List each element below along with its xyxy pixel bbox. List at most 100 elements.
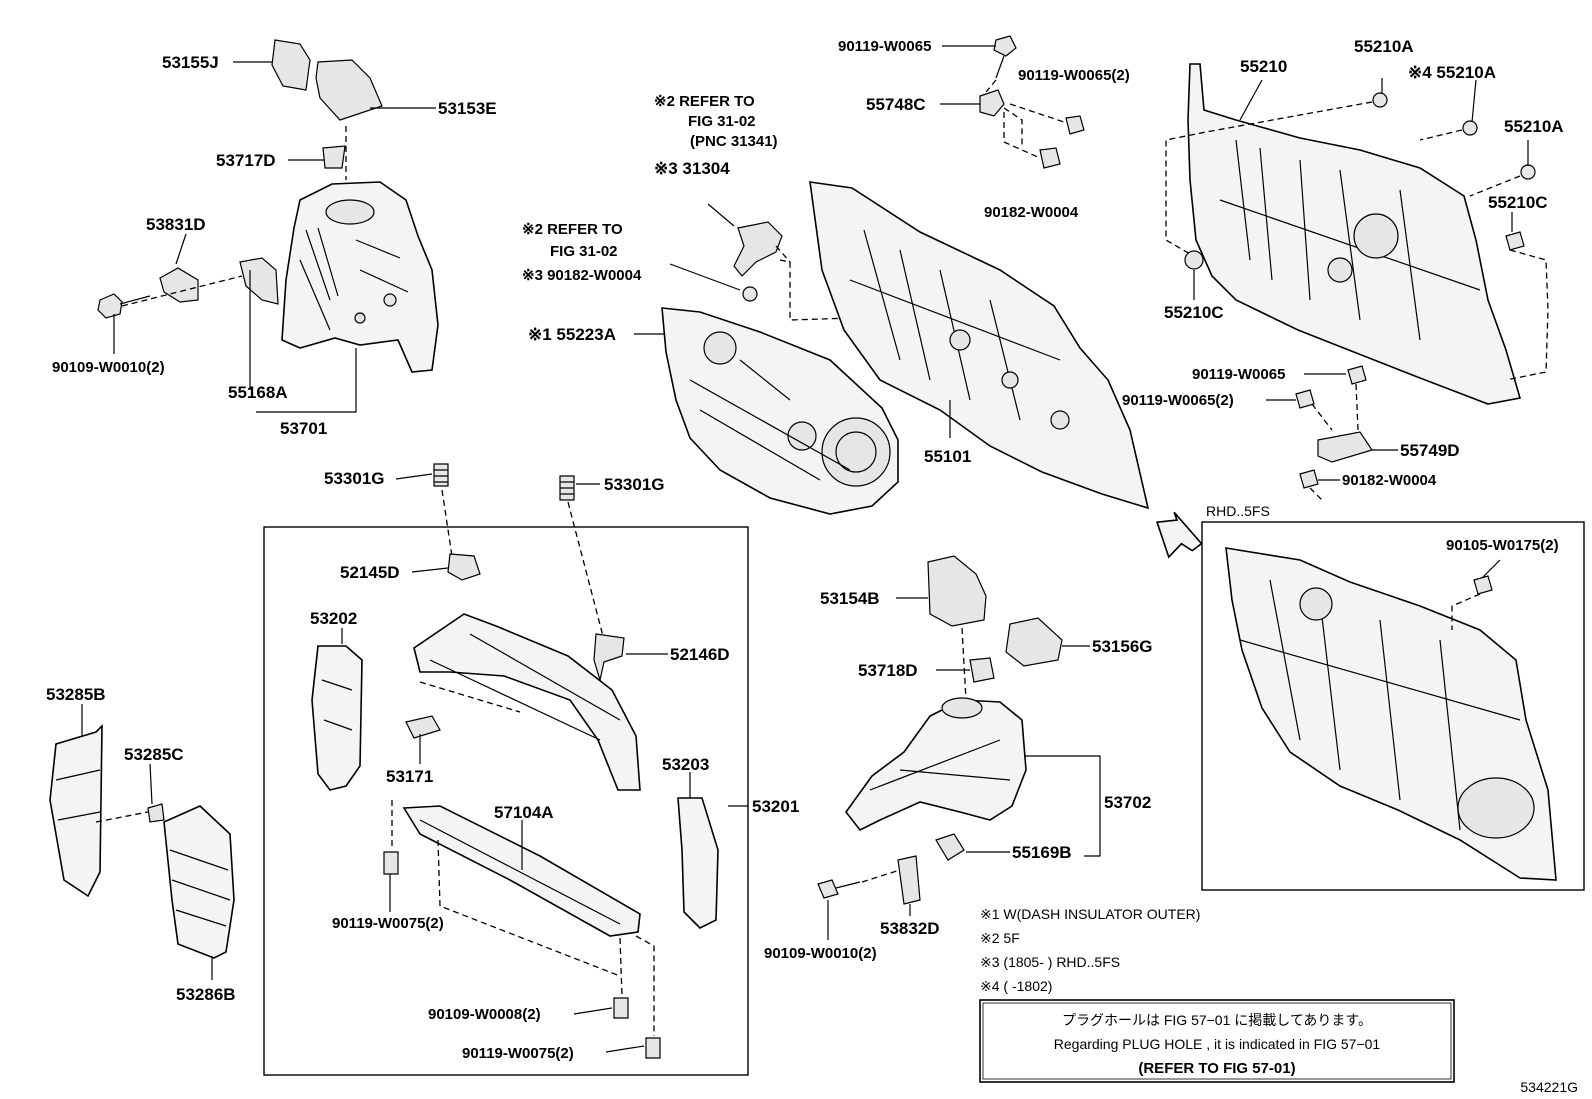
note-3: ※3 (1805- ) RHD..5FS [980,954,1120,970]
info-box-line1: プラグホールは FIG 57−01 に掲載してあります。 [1062,1012,1372,1028]
label-55749D: 55749D [1400,441,1460,460]
label-90105-W0175: 90105-W0175(2) [1446,537,1559,554]
label-55210C-1: 55210C [1488,193,1548,212]
bolt-90109-W0010-left [97,293,151,319]
clip-55210C-2 [1184,250,1204,270]
diagram-id: 534221G [1520,1079,1578,1095]
label-90119-W0075-a: 90119-W0075(2) [332,915,444,932]
label-53154B: 53154B [820,589,880,608]
label-ref-2-line2: FIG 31-02 [550,243,618,260]
label-53171: 53171 [386,767,433,786]
label-53203: 53203 [662,755,709,774]
clip-55210A-3 [1520,164,1536,180]
info-box-line3: (REFER TO FIG 57-01) [1138,1060,1295,1077]
bracket-52146D-part [593,633,625,683]
label-53702: 53702 [1104,793,1151,812]
label-55210A-1: 55210A [1354,37,1414,56]
apron-upper-part [271,39,383,169]
label-53155J: 53155J [162,53,219,72]
label-53701: 53701 [280,419,327,438]
label-53202: 53202 [310,609,357,628]
label-90119-W0065-top: 90119-W0065 [838,38,931,55]
bracket-31304-part [733,221,783,302]
panel-53202-part [311,645,363,791]
label-53832D: 53832D [880,919,940,938]
seal-53286B-part [163,805,235,959]
label-52145D: 52145D [340,563,400,582]
apron-53702-part [845,697,1027,832]
label-55168A: 55168A [228,383,288,402]
label-55169B: 55169B [1012,843,1072,862]
label-90119-W0065-right: 90119-W0065 [1192,366,1285,383]
label-52146D: 52146D [670,645,730,664]
label-53153E: 53153E [438,99,497,118]
apron-53701-part [281,181,439,373]
note-2: ※2 5F [980,930,1020,946]
note-4: ※4 ( -1802) [980,978,1052,994]
label-55210A-3: 55210A [1504,117,1564,136]
bolt-90105-W0175 [1473,575,1493,595]
nut-90182-W0004-right [1299,469,1319,489]
label-90109-W0010-left: 90109-W0010(2) [52,359,165,376]
label-90182-W0004-ref: ※3 90182-W0004 [522,267,642,284]
label-53285C: 53285C [124,745,184,764]
label-55210A-2: ※4 55210A [1408,63,1496,82]
bracket-55168A-part [239,257,279,305]
rhd-dash-panel-part [1225,547,1557,881]
spring-53301G-2 [559,475,575,501]
rhd-inset-frame [1201,521,1585,891]
bolt-90119-W0075-a [383,851,399,875]
info-box [979,999,1455,1083]
label-90119-W0065-2-right: 90119-W0065(2) [1122,392,1234,409]
spring-53301G-1 [433,463,449,487]
label-90119-W0065-2-top: 90119-W0065(2) [1018,67,1130,84]
bolt-90119-W0065-2-top [1065,115,1085,135]
bracket-55169B-part [935,833,965,861]
label-53286B: 53286B [176,985,236,1004]
member-52145D-assy-part [413,613,641,791]
label-55223A: ※1 55223A [528,325,616,344]
bolt-90119-W0065-top [993,35,1017,79]
label-90182-W0004-top: 90182-W0004 [984,204,1079,221]
label-ref-1-line3: (PNC 31341) [690,133,778,150]
clip-55210A-2 [1462,120,1478,136]
dash-panel-55101-part [809,181,1150,510]
bracket-53831D-part [159,267,199,303]
label-90182-W0004-right: 90182-W0004 [1342,472,1437,489]
note-1: ※1 W(DASH INSULATOR OUTER) [980,906,1200,922]
apron-upper-53154B-part [927,555,987,627]
clip-55210A-1 [1372,92,1388,108]
label-31304: ※3 31304 [654,159,730,178]
bracket-53832D-part [897,855,921,905]
label-ref-1-line2: FIG 31-02 [688,113,756,130]
label-57104A: 57104A [494,803,554,822]
label-53156G: 53156G [1092,637,1153,656]
label-53301G-2: 53301G [604,475,665,494]
bracket-53718D-part [969,657,995,683]
label-55748C: 55748C [866,95,926,114]
label-53831D: 53831D [146,215,206,234]
label-53301G-1: 53301G [324,469,385,488]
label-53285B: 53285B [46,685,106,704]
label-53718D: 53718D [858,661,918,680]
bracket-53171-part [405,715,441,739]
assembly-53201-frame [263,526,749,1076]
clip-55210C-1 [1505,231,1525,251]
label-55210C-2: 55210C [1164,303,1224,322]
label-90109-W0008: 90109-W0008(2) [428,1006,541,1023]
nut-90182-W0004-top [1039,147,1061,169]
bolt-90119-W0065-2-right [1295,389,1315,409]
bolt-90119-W0065-right [1347,365,1367,385]
label-55210: 55210 [1240,57,1287,76]
inset-title: RHD..5FS [1206,503,1270,519]
seal-53285B-part [49,724,103,898]
clip-53285C-part [147,803,165,823]
label-ref-1-line1: ※2 REFER TO [654,93,755,110]
panel-53203-part [677,797,719,929]
label-90109-W0010-right: 90109-W0010(2) [764,945,877,962]
crossmember-57104A-part [402,805,641,937]
bracket-52145D-part [447,553,481,581]
bracket-55748C-part [979,89,1005,117]
silencer-55210-part [1187,63,1522,405]
